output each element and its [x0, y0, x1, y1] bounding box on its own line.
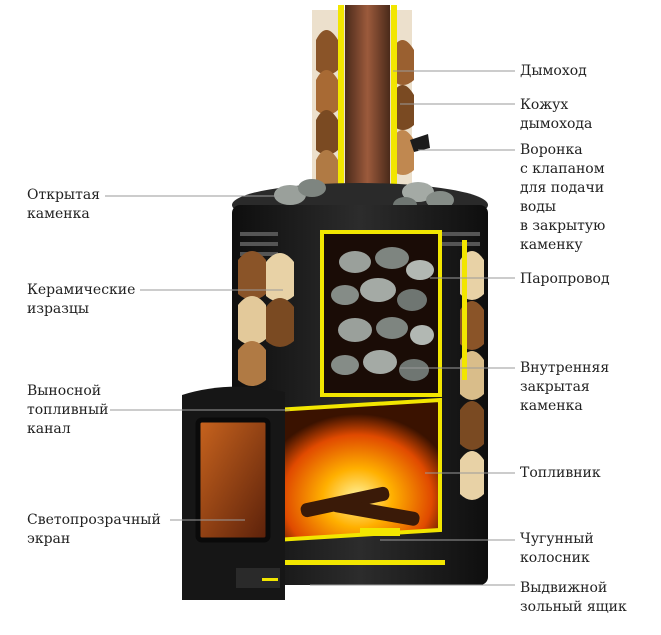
- drawer-handle: [262, 578, 278, 581]
- ash-drawer-line: [285, 560, 445, 565]
- label-grate: Чугунный колосник: [520, 531, 594, 566]
- leader-lines: [105, 70, 515, 586]
- label-fuel-channel: Выносной топливный канал: [27, 383, 109, 437]
- label-steam-duct: Паропровод: [520, 271, 610, 287]
- label-open-heater: Открытая каменка: [27, 187, 101, 222]
- label-firebox: Топливник: [520, 465, 601, 481]
- chimney-casing-line-left: [338, 5, 344, 235]
- grate-shape: [360, 528, 400, 536]
- label-chimney: Дымоход: [520, 63, 587, 79]
- label-ceramic-tiles: Керамические изразцы: [27, 282, 136, 317]
- glass-screen-shape: [198, 420, 268, 540]
- ceramic-tiles-shape: [238, 251, 484, 500]
- ash-drawer-shape: [236, 568, 280, 588]
- water-funnel-shape: [410, 134, 430, 152]
- logs: [300, 486, 420, 526]
- label-inner-heater: Внутренняя закрытая каменка: [520, 360, 610, 414]
- label-chimney-casing: Кожух дымохода: [520, 97, 593, 132]
- label-ash-drawer: Выдвижной зольный ящик: [520, 580, 627, 615]
- door-frame: [195, 417, 271, 543]
- label-glass-screen: Светопрозрачный экран: [27, 512, 161, 547]
- inner-heater-outline: [320, 230, 442, 397]
- chimney-casing-line-right: [391, 5, 397, 235]
- steam-duct-line: [462, 240, 467, 380]
- label-water-funnel: Воронка с клапаном для подачи воды в зак…: [520, 142, 606, 253]
- inner-stones: [331, 247, 434, 381]
